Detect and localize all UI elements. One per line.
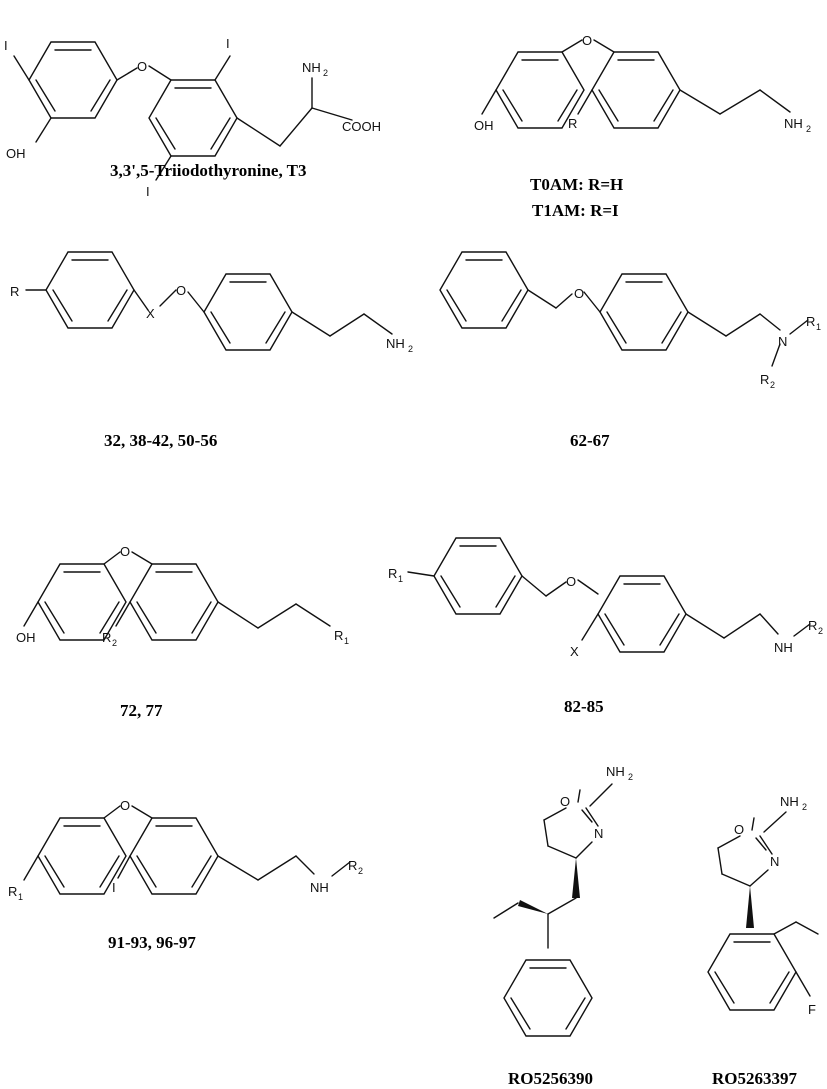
atom-label-subscript: 2 [770,380,775,390]
atom-label-amine: NH [774,640,793,655]
caption-ro5263397: RO5263397 [712,1069,798,1088]
atom-label-r1: R [806,314,815,329]
atom-label-oxygen: O [734,822,744,837]
atom-label-amine: NH [780,794,799,809]
atom-label-r2: R [348,858,357,873]
atom-label-oxygen: O [582,33,592,48]
atom-label-oxygen: O [120,798,130,813]
atom-label-subscript: 1 [398,574,403,584]
structure-t0am: OH O R NH 2 T0AM: R=H T1AM: R=I [474,33,811,220]
atom-label-r2: R [808,618,817,633]
caption-t3: 3,3',5-Triiodothyronine, T3 [110,161,306,180]
structure-ro5263397: O N NH 2 F RO5263397 [707,794,819,1088]
atom-label-hydroxyl: OH [16,630,36,645]
atom-label-subscript: 2 [112,638,117,648]
atom-label-subscript: 2 [628,772,633,782]
atom-label-subscript: 2 [408,344,413,354]
structure-t3: I OH O I I NH 2 COOH 3,3',5-Triiodothyro… [4,36,381,199]
caption-c62: 62-67 [570,431,610,450]
structure-c82: R 1 O X NH R 2 82-85 [388,537,823,716]
atom-label-oxygen: O [120,544,130,559]
atom-label-oxygen: O [137,59,147,74]
atom-label-oxygen: O [566,574,576,589]
atom-label-oxygen: O [560,794,570,809]
atom-label-amine: NH [784,116,803,131]
atom-label-hydroxyl: OH [6,146,26,161]
atom-label-fluorine: F [808,1002,816,1017]
atom-label-r: R [10,284,19,299]
atom-label-iodine: I [226,36,230,51]
atom-label-nitrogen: N [770,854,779,869]
atom-label-r2: R [760,372,769,387]
atom-label-subscript: 2 [358,866,363,876]
atom-label-amine: NH [606,764,625,779]
structure-c32: R X O NH 2 32, 38-42, 50-56 [10,251,413,450]
caption-ro5256390: RO5256390 [508,1069,593,1088]
structure-c72: OH O R 2 R 1 72, 77 [16,544,349,720]
atom-label-r: R [568,116,577,131]
atom-label-subscript: 2 [818,626,823,636]
atom-label-subscript: 1 [344,636,349,646]
atom-label-iodine: I [4,38,8,53]
structure-ro5256390: O N NH 2 RO5256390 [493,764,633,1088]
atom-label-subscript: 1 [18,892,23,902]
caption-c82: 82-85 [564,697,604,716]
atom-label-carboxyl: COOH [342,119,381,134]
caption-t0am: T0AM: R=H [530,175,623,194]
atom-label-r1: R [388,566,397,581]
atom-label-iodine: I [146,184,150,199]
atom-label-x: X [146,306,155,321]
atom-label-amine: NH [310,880,329,895]
caption-t1am: T1AM: R=I [532,201,619,220]
atom-label-nitrogen: N [594,826,603,841]
atom-label-x: X [570,644,579,659]
atom-label-r1: R [334,628,343,643]
caption-c91: 91-93, 96-97 [108,933,196,952]
atom-label-subscript: 1 [816,322,821,332]
atom-label-subscript: 2 [802,802,807,812]
atom-label-subscript: 2 [806,124,811,134]
structure-c91: R 1 O I NH R 2 91-93, 96-97 [8,798,363,952]
caption-c72: 72, 77 [120,701,163,720]
atom-label-subscript: 2 [323,68,328,78]
atom-label-amine: NH [302,60,321,75]
structure-c62: O N R 1 R 2 62-67 [439,251,821,450]
atom-label-iodine: I [112,880,116,895]
atom-label-oxygen: O [176,283,186,298]
atom-label-oxygen: O [574,286,584,301]
atom-label-r1: R [8,884,17,899]
atom-label-r2: R [102,630,111,645]
caption-c32: 32, 38-42, 50-56 [104,431,217,450]
atom-label-hydroxyl: OH [474,118,494,133]
atom-label-amine: NH [386,336,405,351]
atom-label-nitrogen: N [778,334,787,349]
